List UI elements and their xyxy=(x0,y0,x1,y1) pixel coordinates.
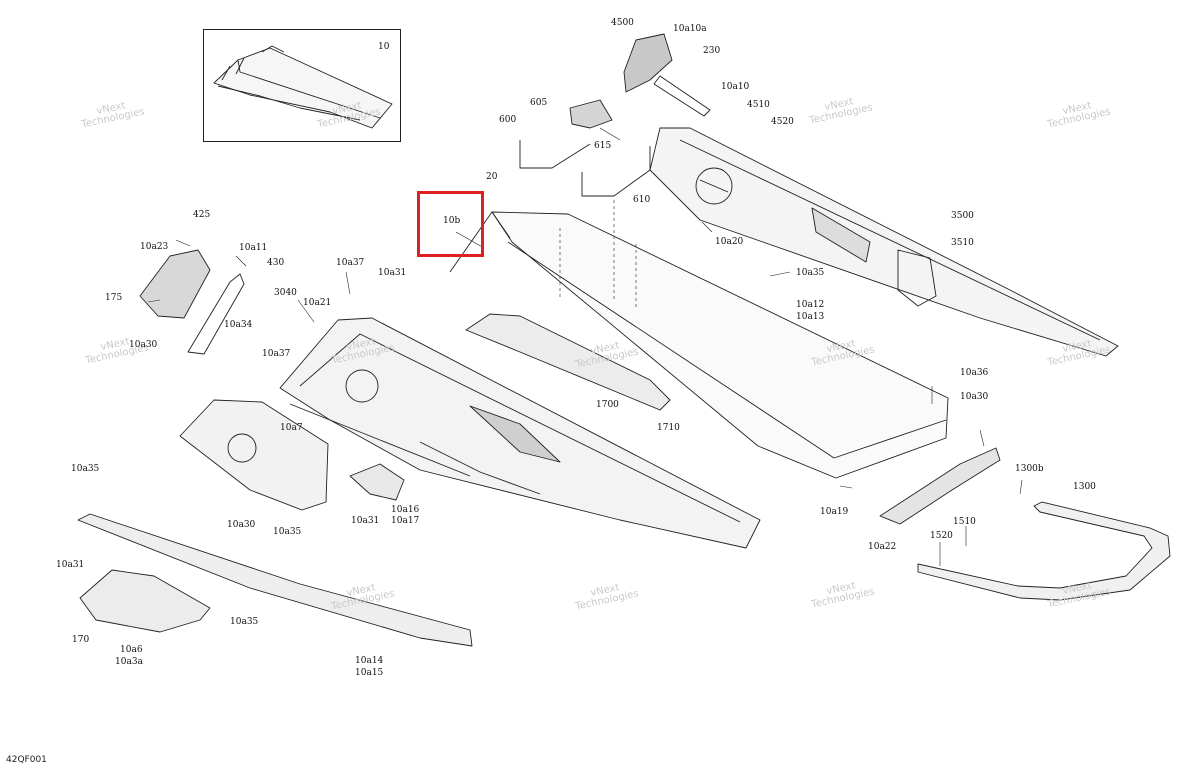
part-label[interactable]: 10a35 xyxy=(796,268,825,278)
part-label[interactable]: 430 xyxy=(267,258,285,268)
part-label[interactable]: 10a6 xyxy=(120,645,143,655)
front-left-bracket xyxy=(139,249,245,355)
part-label[interactable]: 1710 xyxy=(657,423,680,433)
part-label[interactable]: 1300 xyxy=(1073,482,1096,492)
lower-long-strip xyxy=(77,513,473,647)
part-label[interactable]: 10a30 xyxy=(129,340,158,350)
part-label[interactable]: 3510 xyxy=(951,238,974,248)
tunnel-center-piece xyxy=(465,313,671,411)
footrest-rail xyxy=(879,447,1001,525)
part-label[interactable]: 10a7 xyxy=(280,423,303,433)
part-label[interactable]: 10a10 xyxy=(721,82,750,92)
part-label[interactable]: 10a36 xyxy=(960,368,989,378)
part-label[interactable]: 10a12 xyxy=(796,300,825,310)
part-label[interactable]: 10a37 xyxy=(262,349,291,359)
highlighted-part-box[interactable] xyxy=(417,191,484,257)
lower-left-bracket xyxy=(79,569,211,633)
part-label[interactable]: 10a30 xyxy=(960,392,989,402)
part-label[interactable]: 230 xyxy=(703,46,721,56)
part-label[interactable]: 10a23 xyxy=(140,242,169,252)
part-label[interactable]: 10a14 xyxy=(355,656,384,666)
part-label[interactable]: 1300b xyxy=(1015,464,1044,474)
part-label[interactable]: 10b xyxy=(443,216,461,226)
part-label[interactable]: 10a16 xyxy=(391,505,420,515)
diagram-code: 42QF001 xyxy=(6,755,47,765)
part-label[interactable]: 10a35 xyxy=(230,617,259,627)
part-label[interactable]: 20 xyxy=(486,172,498,182)
leader-lines xyxy=(147,127,1023,566)
upper-brackets xyxy=(519,33,711,197)
part-label[interactable]: 605 xyxy=(530,98,548,108)
part-label[interactable]: 10a31 xyxy=(56,560,85,570)
part-label[interactable]: 1520 xyxy=(930,531,953,541)
right-rail xyxy=(649,127,1119,357)
part-label[interactable]: 4500 xyxy=(611,18,634,28)
inset-frame xyxy=(203,29,401,142)
inset-chassis-drawing xyxy=(213,45,393,129)
part-label[interactable]: 175 xyxy=(105,293,123,303)
part-label[interactable]: 10 xyxy=(378,42,390,52)
part-label[interactable]: 10a10a xyxy=(673,24,707,34)
part-label[interactable]: 1700 xyxy=(596,400,619,410)
part-label[interactable]: 170 xyxy=(72,635,90,645)
part-label[interactable]: 615 xyxy=(594,141,612,151)
part-label[interactable]: 10a3a xyxy=(115,657,143,667)
left-plate xyxy=(179,399,329,511)
part-label[interactable]: 4520 xyxy=(771,117,794,127)
part-label[interactable]: 10a31 xyxy=(351,516,380,526)
rear-bumper xyxy=(917,501,1171,601)
part-label[interactable]: 10a21 xyxy=(303,298,332,308)
part-label[interactable]: 10a20 xyxy=(715,237,744,247)
part-label[interactable]: 10a30 xyxy=(227,520,256,530)
tunnel-top-plate xyxy=(449,211,949,479)
mid-bracket xyxy=(349,463,405,501)
part-label[interactable]: 1510 xyxy=(953,517,976,527)
part-label[interactable]: 10a37 xyxy=(336,258,365,268)
part-label[interactable]: 3040 xyxy=(274,288,297,298)
part-label[interactable]: 10a35 xyxy=(273,527,302,537)
left-tunnel-side xyxy=(279,317,761,549)
part-label[interactable]: 610 xyxy=(633,195,651,205)
part-label[interactable]: 10a34 xyxy=(224,320,253,330)
part-label[interactable]: 10a13 xyxy=(796,312,825,322)
part-label[interactable]: 10a17 xyxy=(391,516,420,526)
part-label[interactable]: 10a19 xyxy=(820,507,849,517)
part-label[interactable]: 3500 xyxy=(951,211,974,221)
part-label[interactable]: 10a15 xyxy=(355,668,384,678)
part-label[interactable]: 10a31 xyxy=(378,268,407,278)
part-label[interactable]: 10a22 xyxy=(868,542,897,552)
part-label[interactable]: 425 xyxy=(193,210,211,220)
part-label[interactable]: 10a11 xyxy=(239,243,268,253)
part-label[interactable]: 10a35 xyxy=(71,464,100,474)
part-label[interactable]: 4510 xyxy=(747,100,770,110)
part-label[interactable]: 600 xyxy=(499,115,517,125)
